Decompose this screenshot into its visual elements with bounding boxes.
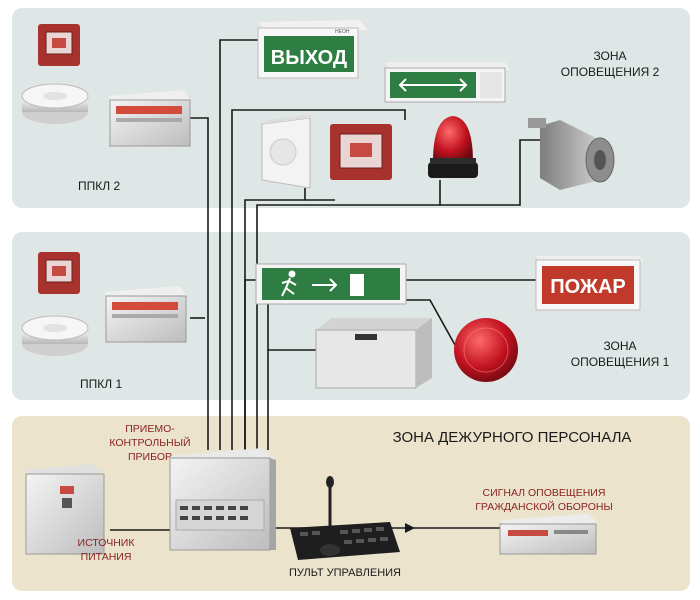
smoke-detector-z1: [21, 315, 89, 356]
arrow-right-icon: [312, 278, 338, 292]
zone-1-panel: [12, 232, 690, 400]
power-supply-label-2: ПИТАНИЯ: [81, 551, 132, 563]
control-unit-label-1: ПРИЕМО-: [125, 423, 175, 435]
ppkl-2-label: ППКЛ 2: [78, 179, 120, 193]
exit-sign: ВЫХОД НЕОН: [257, 20, 368, 79]
ppkl-2-device: [108, 90, 191, 147]
power-supply-cabinet: [25, 464, 105, 555]
speaker-z1: [315, 318, 432, 389]
ppkl-1-label: ППКЛ 1: [80, 377, 122, 391]
control-unit-device: [169, 448, 276, 551]
running-man-icon: [281, 270, 297, 297]
fire-sign: ПОЖАР: [535, 256, 644, 311]
evacuation-sign: [255, 263, 407, 305]
manual-call-point-z2b: [330, 124, 392, 180]
zone-2-label-1: ЗОНА: [593, 49, 626, 63]
zone-1-label-1: ЗОНА: [603, 339, 636, 353]
signal-arrow: [405, 523, 415, 533]
red-beacon: [428, 116, 478, 178]
civil-defense-label-1: СИГНАЛ ОПОВЕЩЕНИЯ: [483, 487, 606, 499]
zone-1-label-2: ОПОВЕЩЕНИЯ 1: [571, 355, 670, 369]
fire-sign-text: ПОЖАР: [550, 276, 626, 298]
siren-lamp: [454, 318, 518, 382]
control-unit-label-3: ПРИБОР: [128, 451, 172, 463]
manual-call-point-z2: [38, 24, 80, 66]
double-arrow-icon: [398, 78, 468, 92]
ppkl-1-device: [104, 286, 187, 343]
power-supply-label-1: ИСТОЧНИК: [78, 537, 136, 549]
civil-defense-device: [499, 514, 598, 555]
smoke-detector-z2: [21, 83, 89, 124]
zone-2-label-2: ОПОВЕЩЕНИЯ 2: [561, 65, 660, 79]
manual-call-point-z1: [38, 252, 80, 294]
civil-defense-label-2: ГРАЖДАНСКОЙ ОБОРОНЫ: [475, 500, 613, 513]
control-console: [290, 476, 400, 560]
horn-speaker: [528, 118, 615, 190]
exit-sign-text: ВЫХОД: [271, 47, 347, 69]
duty-zone-title: ЗОНА ДЕЖУРНОГО ПЕРСОНАЛА: [393, 429, 632, 446]
exit-sign-brand: НЕОН: [335, 29, 350, 35]
wall-speaker-z2: [261, 114, 316, 189]
control-console-label: ПУЛЬТ УПРАВЛЕНИЯ: [289, 567, 401, 579]
direction-sign: [384, 62, 510, 103]
control-unit-label-2: КОНТРОЛЬНЫЙ: [109, 436, 190, 449]
